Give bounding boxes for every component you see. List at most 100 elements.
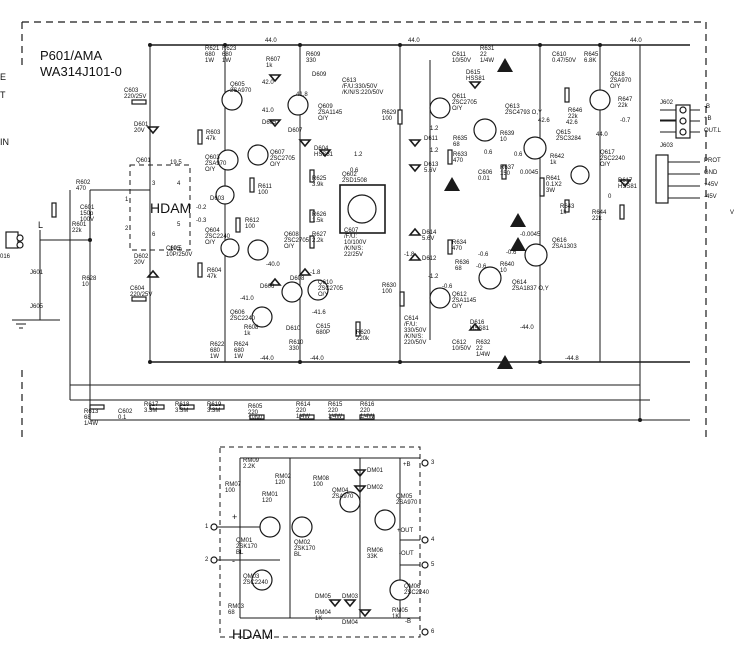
passive-symbols	[51, 87, 625, 420]
r635-label: R635 68	[453, 136, 468, 148]
q603-label: Q603 2SA970 O/Y	[205, 155, 227, 173]
r647-label: R647 22k	[618, 97, 633, 109]
q608-label: Q608 2SC2705 O/Y	[284, 232, 310, 250]
jack-j605: J605	[30, 304, 44, 310]
c606-label: C606 0.01	[478, 170, 493, 182]
d607-label: D607	[288, 128, 303, 134]
hdam-volt-1: 19.5	[170, 160, 182, 166]
d605-label: D605	[262, 120, 277, 126]
qm04-label: QM04 2SA970	[332, 488, 354, 500]
voltage-label: 42.6	[538, 118, 550, 124]
rm04-label: RM04 1K	[315, 610, 332, 622]
q606-label: Q606 2SC2240	[230, 310, 256, 322]
c603-label: C603 220/25V	[124, 88, 147, 100]
q615-label: Q615 2SC3284	[556, 130, 582, 142]
edge-text-e: E	[0, 72, 7, 82]
r617-label: R617 3.3M	[144, 402, 159, 414]
qm06-label: QM06 2SC2240	[404, 584, 430, 596]
voltage-label: -44.8	[565, 356, 579, 362]
r645-label: R645 6.8K	[584, 52, 599, 64]
voltage-label: -44.0	[520, 325, 534, 331]
hdam-pin-6: 6	[152, 232, 156, 238]
c602-label: C602 0.1	[118, 409, 133, 421]
r614-label: R614 220 1/4W	[296, 402, 311, 420]
edge-text-t: T	[0, 90, 6, 100]
rm07-label: RM07 100	[225, 482, 242, 494]
c610-label: C610 0.47/50V	[552, 52, 577, 64]
r619-label: R619 3.3M	[207, 402, 222, 414]
input-wires	[39, 189, 150, 241]
voltage-label: -0.6	[476, 264, 487, 270]
voltage-label: 0.0045	[520, 170, 539, 176]
rm01-label: RM01 120	[262, 492, 279, 504]
r624-label: R624 680 1W	[234, 342, 249, 360]
r609-label: R609 330	[306, 52, 321, 64]
c605-label: C605 10P/250V	[166, 246, 193, 258]
dm03-label: DM03	[342, 594, 359, 600]
v45m-label: -45V	[704, 194, 717, 200]
voltage-label: -41.6	[312, 310, 326, 316]
d608-label: D608	[290, 276, 305, 282]
r603-label: R603 47k	[206, 130, 221, 142]
voltage-label: -0.0045	[520, 232, 541, 238]
c611-label: C611 10/50V	[452, 52, 472, 64]
voltage-label: 0	[608, 194, 612, 200]
r630-label: R630 100	[382, 283, 397, 295]
voltage-label: 1.2	[430, 126, 439, 132]
d616-label: D616 HSS81	[470, 320, 490, 332]
junction-dots	[88, 43, 642, 422]
input-jack-body	[5, 231, 19, 249]
r644-label: R644 22k	[592, 210, 607, 222]
q609-label: Q609 2SA1145 O/Y	[318, 104, 343, 122]
r625-label: R625 3.9k	[312, 176, 327, 188]
voltage-label: -0.6	[478, 252, 489, 258]
j603-label: J603	[660, 143, 674, 149]
q614-label: Q614 2SA1837 O,Y	[512, 280, 549, 292]
r640-label: R640 10	[500, 262, 515, 274]
hdam-detail-title: HDAM	[232, 626, 274, 642]
voltage-label: -0.3	[196, 218, 207, 224]
voltage-label: 44.0	[408, 38, 420, 44]
d604-label: D604 HSS81	[314, 146, 334, 158]
transistor-symbols	[215, 89, 611, 328]
r642-label: R642 1k	[550, 154, 565, 166]
voltage-label: 42.6	[566, 120, 578, 126]
d609-label: D609	[312, 72, 327, 78]
hdam-pin-3: 3	[152, 181, 156, 187]
c614-label: C614 /F/U: 330/50V /K/N/S: 220/50V	[404, 316, 427, 346]
voltage-label: -1.8	[404, 252, 415, 258]
v45p-label: +45V	[704, 182, 719, 188]
c613-label: C613 /F/U:330/50V /K/N/S:220/50V	[342, 78, 384, 96]
r643-label: R643 1k	[560, 204, 575, 216]
r616-label: R616 220 1/4W	[360, 402, 375, 420]
r623-label: R623 680 1W	[222, 46, 237, 64]
gnd-label: GND	[704, 170, 718, 176]
voltage-label: 41.8	[296, 92, 308, 98]
r626-label: R626 1.5k	[312, 212, 327, 224]
voltage-label: -44.0	[260, 356, 274, 362]
r628-label: R628 10	[82, 276, 97, 288]
d614-label: D614 5.6V	[422, 230, 437, 242]
dm01-label: DM01	[367, 468, 384, 474]
voltage-label: -1.2	[428, 274, 439, 280]
voltage-label: 42.0	[262, 80, 274, 86]
q605-label: Q605 2SA970	[230, 82, 252, 94]
qm01-label: QM01 2SK170 BL	[236, 538, 258, 556]
voltage-label: -0.6	[442, 284, 453, 290]
jack-j601: J601	[30, 270, 44, 276]
voltage-label: 0.6	[350, 168, 359, 174]
hdam-pin-1-detail: 1	[205, 524, 209, 530]
board-label: WA314J101-0	[40, 64, 122, 79]
hdam-pin-3-detail: 3	[431, 460, 435, 466]
voltage-label: 0.6	[484, 150, 493, 156]
edge-v: V	[730, 210, 735, 216]
r636-label: R636 68	[455, 260, 470, 272]
r620-label: R620 220k	[356, 330, 371, 342]
r602-label: R602 470	[76, 180, 91, 192]
hdam-pin-2-detail: 2	[205, 557, 209, 563]
diode-symbols	[146, 74, 632, 331]
voltage-label: -1.8	[310, 270, 321, 276]
rm02-label: RM02 120	[275, 474, 292, 486]
r631-label: R631 22 1/4W	[480, 46, 495, 64]
